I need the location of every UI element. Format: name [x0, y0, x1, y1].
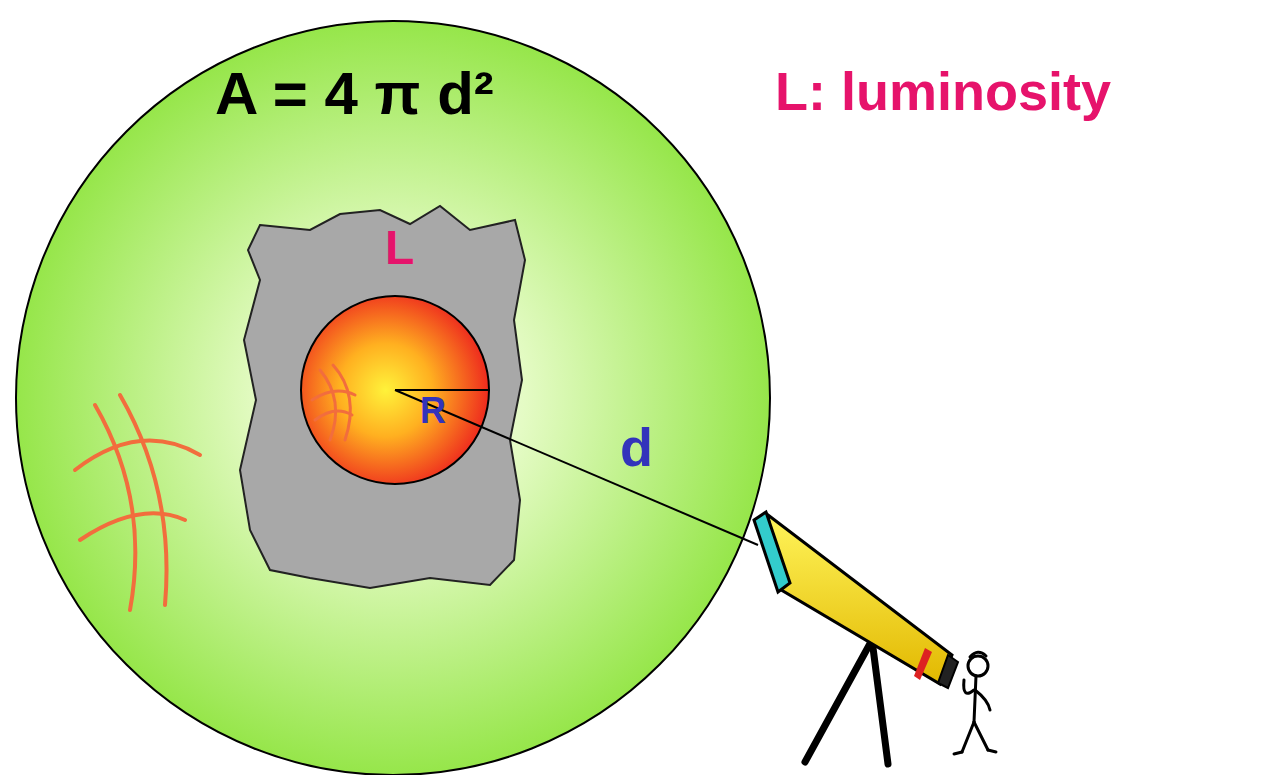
radius-line: [395, 389, 490, 391]
radiation-arcs: [75, 365, 355, 610]
sphere-region: A = 4 π d²LR: [15, 20, 771, 775]
distance-line: [395, 390, 758, 545]
nebula-blob: LR: [230, 200, 530, 590]
node-text: L: [385, 224, 414, 272]
observer: [954, 652, 996, 754]
telescope: [754, 512, 958, 688]
node-text: R: [420, 393, 446, 429]
distance-label: d: [620, 420, 653, 474]
luminosity-label: L: luminosity: [775, 64, 1111, 118]
node-text: A = 4 π d²: [215, 64, 494, 124]
tripod: [805, 640, 888, 764]
